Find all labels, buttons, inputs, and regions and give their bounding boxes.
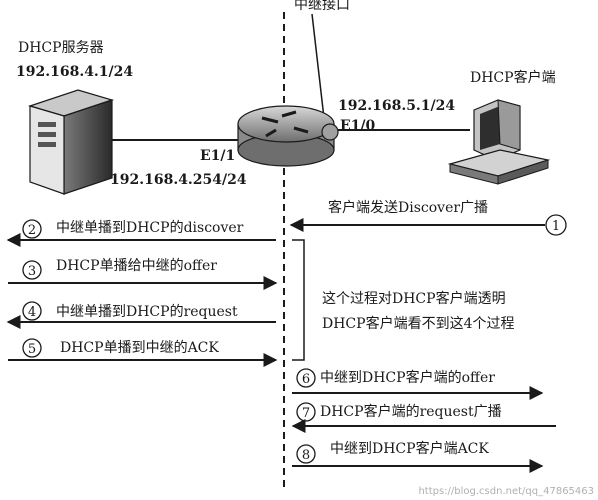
- step-4-label: 中继单播到DHCP的request: [56, 304, 238, 320]
- relay-interface-port: [321, 123, 339, 141]
- router-e11-ip: 192.168.4.254/24: [110, 172, 247, 188]
- svg-text:1: 1: [552, 219, 560, 234]
- server-tower-icon: [27, 89, 115, 195]
- note-line-1: 这个过程对DHCP客户端透明: [322, 290, 506, 307]
- step-8-badge: 8: [296, 444, 316, 464]
- svg-text:4: 4: [28, 305, 36, 320]
- server-title: DHCP服务器: [18, 40, 104, 56]
- router-e10-name: E1/0: [340, 118, 376, 134]
- watermark-text: https://blog.csdn.net/qq_47865463: [418, 486, 594, 497]
- step-3-label: DHCP单播给中继的offer: [56, 258, 217, 274]
- svg-text:2: 2: [28, 223, 36, 238]
- svg-text:6: 6: [302, 372, 310, 387]
- router-icon: [237, 105, 339, 167]
- note-line-2: DHCP客户端看不到这4个过程: [322, 315, 514, 332]
- svg-text:8: 8: [302, 448, 310, 463]
- step-1-label: 客户端发送Discover广播: [328, 199, 488, 216]
- transparency-bracket: [292, 239, 305, 361]
- step-2-label: 中继单播到DHCP的discover: [56, 220, 244, 236]
- svg-text:7: 7: [302, 406, 310, 421]
- step-7-badge: 7: [296, 402, 316, 422]
- step-1-badge: 1: [545, 214, 567, 236]
- step-5-badge: 5: [22, 338, 42, 358]
- step-8-label: 中继到DHCP客户端ACK: [330, 440, 489, 457]
- svg-text:5: 5: [28, 342, 36, 357]
- server-ip: 192.168.4.1/24: [16, 64, 133, 80]
- client-title: DHCP客户端: [470, 69, 556, 86]
- step-5-label: DHCP单播到中继的ACK: [60, 340, 219, 356]
- step-6-badge: 6: [296, 368, 316, 388]
- svg-text:3: 3: [28, 264, 36, 279]
- step-4-badge: 4: [22, 301, 42, 321]
- step-2-badge: 2: [22, 219, 42, 239]
- step-3-badge: 3: [22, 260, 42, 280]
- router-e10-ip: 192.168.5.1/24: [338, 98, 455, 114]
- step-6-label: 中继到DHCP客户端的offer: [320, 369, 495, 386]
- step-7-label: DHCP客户端的request广播: [320, 403, 502, 420]
- relay-interface-label: 中继接口: [294, 0, 350, 13]
- relay-pointer-line: [311, 13, 325, 119]
- desktop-computer-icon: [447, 99, 551, 185]
- router-e11-name: E1/1: [200, 148, 235, 164]
